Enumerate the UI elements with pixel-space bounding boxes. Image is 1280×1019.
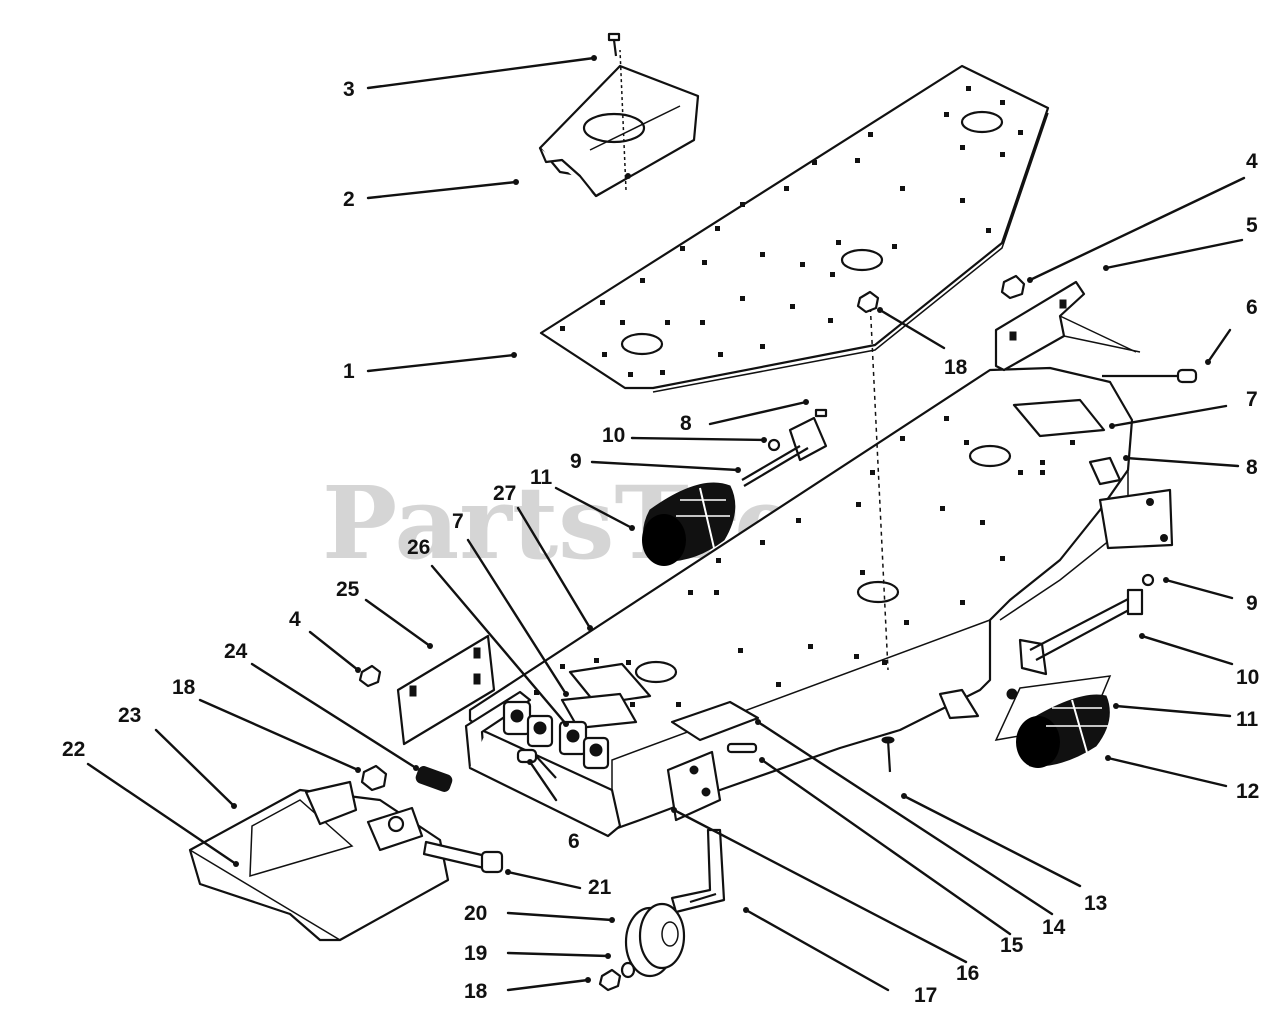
callout-16: 16 (956, 962, 979, 985)
mower-deck-shell (468, 366, 1174, 832)
callout-15: 15 (1000, 934, 1024, 957)
callout-21: 21 (588, 876, 612, 899)
callout-19: 19 (464, 942, 487, 965)
belt-cover (538, 32, 700, 198)
callout-25: 25 (336, 578, 360, 601)
callout-11-left: 11 (530, 466, 553, 489)
left-roller-assembly (642, 408, 828, 566)
callout-9-left: 9 (570, 450, 582, 473)
callout-12: 12 (1236, 780, 1259, 803)
callout-2: 2 (343, 188, 355, 211)
bolt-6-left (516, 748, 538, 764)
caster-bracket-16 (666, 750, 722, 822)
callout-14: 14 (1042, 916, 1066, 939)
callout-11-right: 11 (1236, 708, 1259, 731)
callouts: 3 2 1 4 5 6 18 7 8 8 10 9 11 (62, 55, 1259, 1007)
nut-18-top (856, 290, 880, 314)
callout-6-right: 6 (1246, 296, 1258, 319)
callout-10-left: 10 (602, 424, 625, 447)
callout-23: 23 (118, 704, 141, 727)
callout-27: 27 (493, 482, 516, 505)
decal-8-right (1088, 456, 1122, 486)
callout-9-right: 9 (1246, 592, 1258, 615)
callout-5: 5 (1246, 214, 1258, 237)
decal-14 (670, 700, 760, 742)
callout-6-left: 6 (568, 830, 580, 853)
spring-24 (415, 766, 453, 792)
callout-18-left: 18 (172, 676, 196, 699)
decal-7-right (1012, 398, 1106, 438)
callout-8-right: 8 (1246, 456, 1258, 479)
callout-13: 13 (1084, 892, 1107, 915)
callout-18-bottom: 18 (464, 980, 488, 1003)
callout-7-right: 7 (1246, 388, 1258, 411)
callout-4-left: 4 (289, 608, 301, 631)
callout-17: 17 (914, 984, 937, 1007)
discharge-chute-assembly (188, 764, 504, 942)
nut-4-left (358, 664, 382, 688)
decal-7-left (568, 662, 652, 706)
gauge-wheel-20 (624, 902, 686, 978)
callout-10-right: 10 (1236, 666, 1259, 689)
callout-18-top: 18 (944, 356, 968, 379)
nut-4-right (1000, 274, 1026, 300)
decal-27 (560, 692, 638, 730)
roller-11-right (1016, 694, 1110, 768)
callout-20: 20 (464, 902, 487, 925)
hinge-block-26 (502, 700, 610, 770)
callout-4-right: 4 (1246, 150, 1258, 173)
callout-3: 3 (343, 78, 355, 101)
washer-19 (620, 961, 636, 979)
bolt-15 (726, 742, 758, 754)
bolt-6-right (1176, 368, 1198, 384)
callout-26: 26 (407, 536, 430, 559)
callout-1: 1 (343, 360, 355, 383)
nut-18-bottom (598, 968, 622, 992)
deck-cover-plate (539, 64, 1050, 393)
callout-22: 22 (62, 738, 85, 761)
bracket-25 (396, 634, 496, 746)
gauge-wheel-assembly (598, 742, 758, 992)
bolt-21 (422, 840, 504, 874)
right-roller-assembly (881, 573, 1155, 773)
callout-24: 24 (224, 640, 248, 663)
nut-18-left (360, 764, 388, 792)
roller-11-left (642, 482, 736, 566)
callout-7-left: 7 (452, 510, 464, 533)
right-bracket-5 (994, 274, 1198, 384)
bolt-3-head (607, 32, 621, 42)
callout-8-left: 8 (680, 412, 692, 435)
